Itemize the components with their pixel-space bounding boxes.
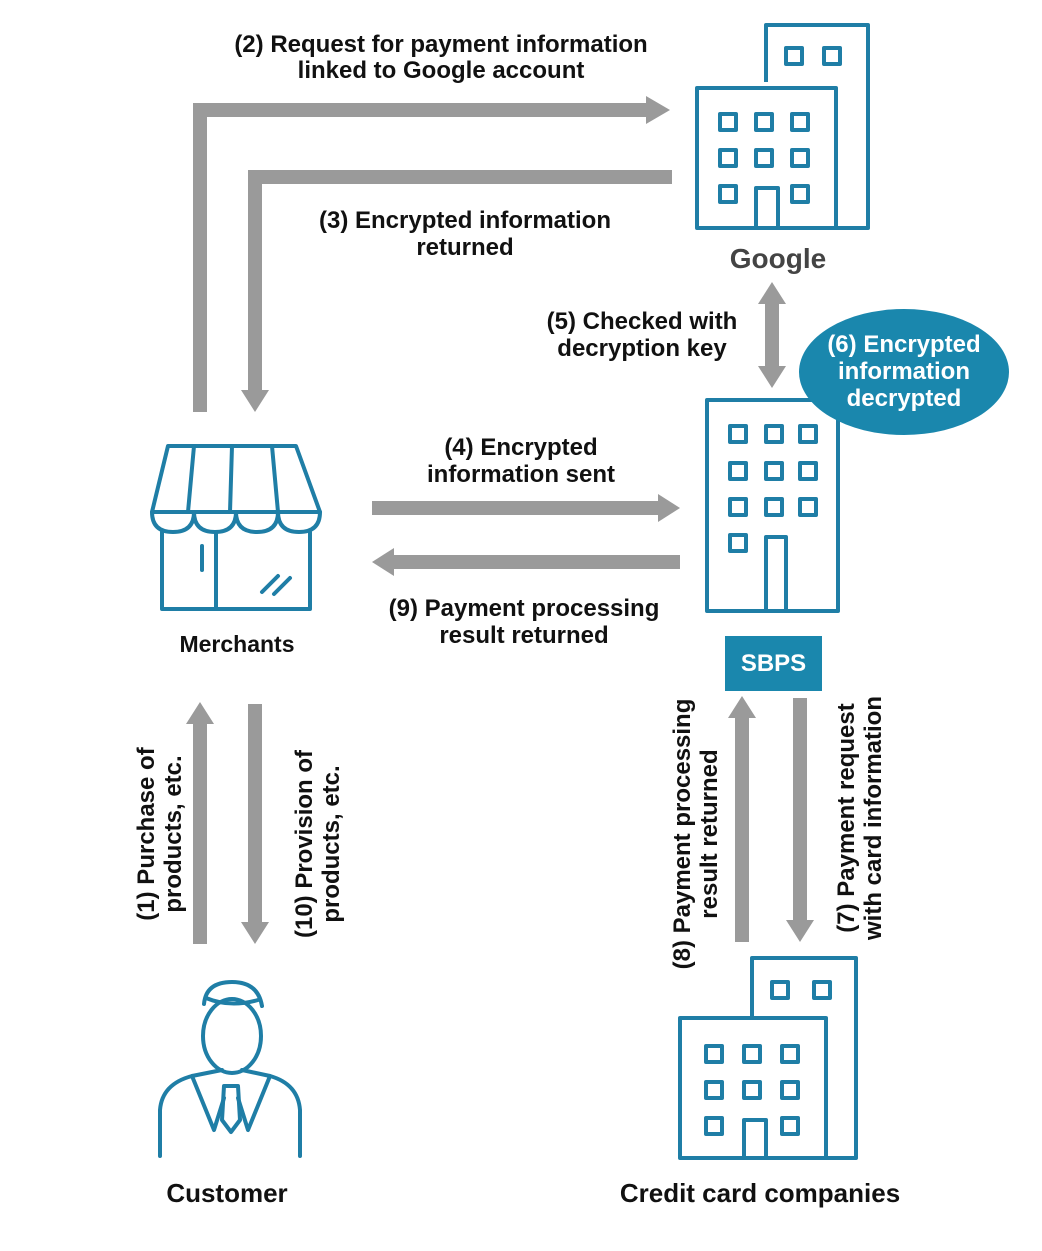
step-6-line-2: information [838,358,970,385]
step-10-line-1: (10) Provision of [291,749,318,938]
step-2-label: (2) Request for payment information link… [234,31,647,84]
step-7-line-1: (7) Payment request [833,703,860,932]
step-6-line-3: decrypted [847,385,962,412]
arrow-step-2-head [646,96,670,124]
arrow-step-3-head [241,390,269,412]
step-5-line-2: decryption key [557,335,727,362]
decryption-bubble [799,309,1009,435]
google-label: Google [730,243,826,274]
step-8-line-2: result returned [696,749,723,918]
step-9-line-2: result returned [439,622,608,649]
step-1-line-1: (1) Purchase of [133,746,160,920]
arrow-step-7-head [786,920,814,942]
step-4-label: (4) Encrypted information sent [427,434,615,488]
arrow-step-9-head [372,548,394,576]
customer-person-icon [158,980,302,1158]
arrow-step-1-head [186,702,214,724]
step-9-line-1: (9) Payment processing [389,595,660,622]
step-5-label: (5) Checked with decryption key [547,308,738,362]
step-4-line-1: (4) Encrypted [444,434,597,461]
step-7-line-2: with card information [860,696,887,941]
step-8-label: (8) Payment processing result returned [669,699,723,970]
arrows [186,96,814,944]
step-3-line-2: returned [416,234,513,261]
arrow-step-2 [193,103,648,412]
step-9-label: (9) Payment processing result returned [389,595,660,649]
step-10-line-2: products, etc. [318,765,345,922]
step-5-line-1: (5) Checked with [547,308,738,335]
step-6-text: (6) Encrypted information decrypted [827,331,980,412]
sbps-badge [725,636,822,691]
credit-card-building-icon [678,956,858,1160]
step-3-label: (3) Encrypted information returned [319,207,611,261]
step-2-line-2: linked to Google account [298,57,585,84]
step-7-label: (7) Payment request with card informatio… [833,696,887,941]
step-3-line-1: (3) Encrypted information [319,207,611,234]
arrow-step-5-head-up [758,282,786,304]
step-1-line-2: products, etc. [160,755,187,912]
step-2-line-1: (2) Request for payment information [234,31,647,58]
arrow-step-8-head [728,696,756,718]
step-4-line-2: information sent [427,461,615,488]
sbps-building-icon [705,398,840,613]
arrow-step-3 [248,170,672,392]
arrow-step-4-head [658,494,680,522]
merchant-shop-icon [150,444,322,611]
arrow-step-10-head [241,922,269,944]
sbps-label: SBPS [741,650,806,677]
step-6-line-1: (6) Encrypted [827,331,980,358]
step-10-label: (10) Provision of products, etc. [291,749,345,938]
step-8-line-1: (8) Payment processing [669,699,696,970]
google-building-icon [695,23,870,230]
customer-label: Customer [166,1178,287,1208]
step-1-label: (1) Purchase of products, etc. [133,746,187,920]
arrow-step-5-head-down [758,366,786,388]
credit-card-companies-label: Credit card companies [620,1178,900,1208]
merchants-label: Merchants [179,631,294,657]
